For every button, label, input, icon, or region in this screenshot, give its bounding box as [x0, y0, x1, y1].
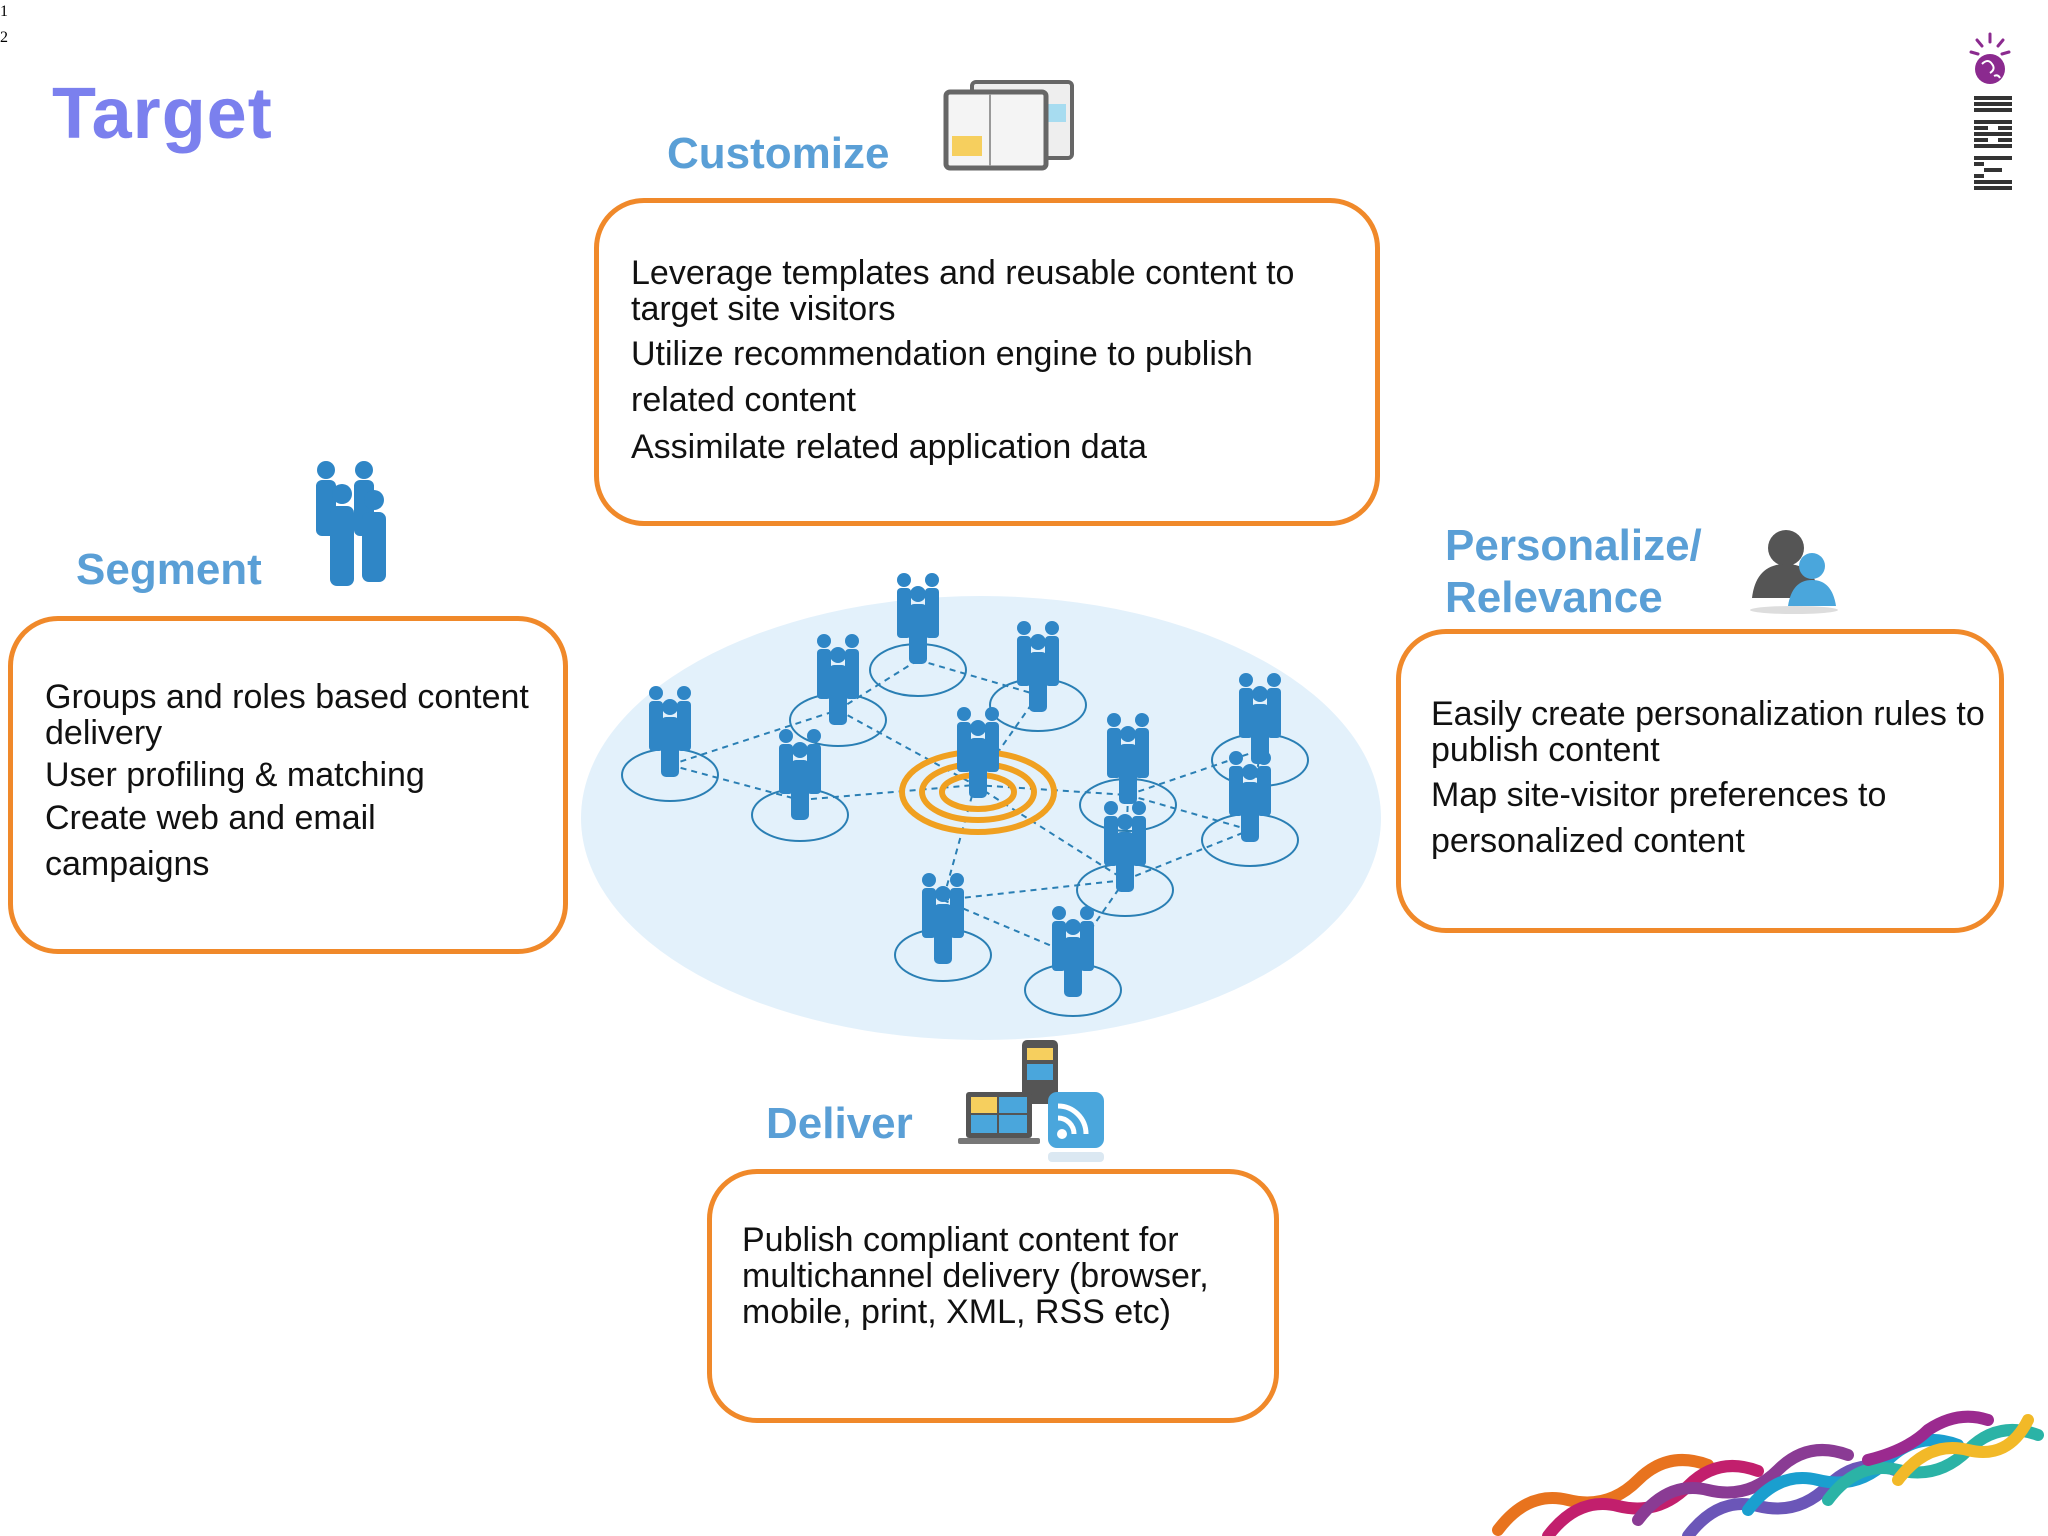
people-group-icon — [302, 456, 394, 596]
customize-line-1: Leverage templates and reusable content … — [631, 254, 1295, 328]
decorative-ribbon — [1488, 1400, 2048, 1536]
personalize-line-1: Easily create personalization rules to p… — [1431, 695, 1985, 769]
segment-box: Groups and roles based content delivery … — [8, 616, 568, 954]
personalize-heading-line-2: Relevance — [1445, 573, 1663, 622]
segment-line-2: User profiling & matching — [45, 756, 425, 794]
personalize-box: Easily create personalization rules to p… — [1396, 629, 2004, 933]
deliver-line-1: Publish compliant content for multichann… — [742, 1221, 1209, 1331]
personalize-line-2: Map site-visitor preferences to personal… — [1431, 776, 1887, 860]
segment-line-1: Groups and roles based content delivery — [45, 678, 529, 752]
devices-icon — [956, 1040, 1106, 1168]
deliver-heading: Deliver — [766, 1099, 913, 1148]
personalize-heading-line-1: Personalize/ — [1445, 521, 1702, 570]
customize-box: Leverage templates and reusable content … — [594, 198, 1380, 526]
ibm-logo — [1960, 24, 2032, 194]
segment-heading: Segment — [76, 545, 262, 594]
page-number-2: 2 — [0, 29, 8, 46]
customize-line-3: Assimilate related application data — [631, 428, 1147, 466]
personalize-heading: Personalize/ Relevance — [1445, 520, 1702, 624]
users-icon — [1748, 526, 1840, 616]
segment-line-3: Create web and email campaigns — [45, 799, 376, 883]
network-icon — [580, 560, 1382, 1050]
page-title: Target — [52, 74, 273, 154]
customize-heading: Customize — [667, 129, 890, 178]
windows-icon — [942, 80, 1076, 172]
page-number-1: 1 — [0, 3, 8, 20]
deliver-box: Publish compliant content for multichann… — [707, 1169, 1279, 1423]
customize-line-2: Utilize recommendation engine to publish… — [631, 335, 1253, 419]
